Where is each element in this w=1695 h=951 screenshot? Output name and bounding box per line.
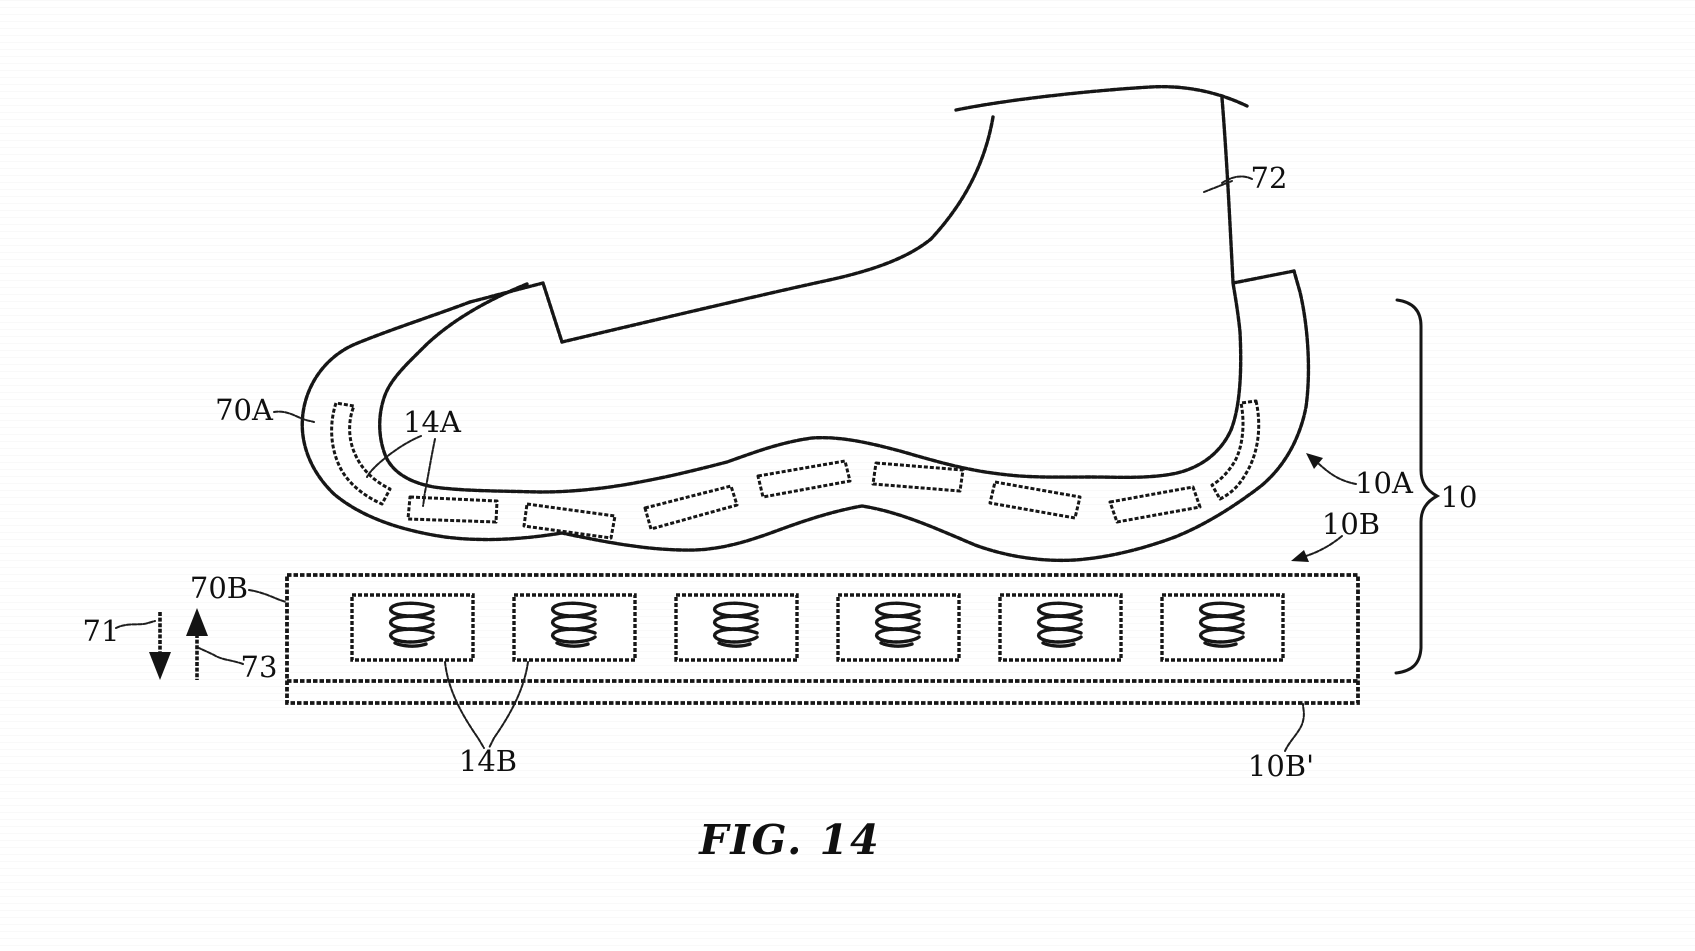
down-arrow-head [149, 652, 171, 680]
label-14A: 14A [403, 405, 462, 439]
label-10: 10 [1441, 480, 1478, 514]
sole-slot-7 [1108, 485, 1202, 524]
reference-labels: 70A 14A 72 10A 10B 10 70B 71 73 14B 10B' [83, 161, 1478, 783]
sole-slot-toe-arc [330, 401, 392, 506]
leader-10B-prime [1284, 703, 1305, 752]
sole-slot-heel-arc [1210, 399, 1261, 501]
arrowhead-10A [1306, 453, 1323, 469]
leader-10B-tail [1305, 535, 1343, 557]
label-73: 73 [241, 650, 278, 684]
sock-outline [560, 84, 1249, 344]
sock-front-leg-line [560, 115, 995, 344]
plate-outer-border [285, 573, 1360, 705]
leader-70A [273, 410, 315, 423]
sole-slot-4 [756, 459, 852, 499]
sole-slot-5 [871, 461, 965, 493]
sole-toe-cap-rim [468, 281, 564, 344]
leader-lines [115, 175, 1357, 752]
label-10B': 10B' [1248, 749, 1314, 783]
leader-70B [248, 589, 287, 603]
leader-72 [1221, 175, 1253, 184]
sole-slot-3 [643, 484, 739, 531]
figure-caption: FIG. 14 [698, 816, 880, 864]
spring-coil-icon [1199, 601, 1245, 648]
sole-heel-cap-edge [1231, 269, 1296, 285]
label-71: 71 [83, 614, 120, 648]
spring-coil-icon [875, 601, 921, 648]
leader-71 [115, 620, 156, 629]
sole-slot-6 [988, 480, 1082, 520]
coil-box-6 [1160, 593, 1285, 662]
spring-coil-icon [389, 601, 435, 648]
leader-14B-right [488, 661, 529, 749]
leader-72-tick [1203, 180, 1233, 193]
plate-coil-boxes [350, 593, 1285, 662]
up-arrow-head [186, 608, 208, 636]
label-70B: 70B [190, 571, 248, 605]
label-10A: 10A [1355, 466, 1414, 500]
spring-coil-icon [551, 601, 597, 648]
force-arrows [149, 608, 208, 680]
coil-box-5 [998, 593, 1123, 662]
sole-band [300, 269, 1311, 563]
coil-box-4 [836, 593, 961, 662]
spring-coil-icon [1037, 601, 1083, 648]
coil-box-2 [512, 593, 637, 662]
sole-outer-edge [300, 269, 1311, 563]
arrowhead-10B [1291, 550, 1309, 562]
sole-slot-2 [522, 502, 617, 540]
leader-10A-tail [1318, 463, 1357, 485]
label-72: 72 [1251, 161, 1288, 195]
leader-73 [198, 647, 244, 665]
label-10B: 10B [1322, 507, 1380, 541]
leader-14A-right [422, 438, 436, 507]
spring-coil-icon [713, 601, 759, 648]
coil-box-1 [350, 593, 475, 662]
assembly-brace [1394, 298, 1441, 675]
sole-slot-1 [406, 495, 499, 524]
label-14B: 14B [459, 744, 517, 778]
sock-back-leg-line [1220, 96, 1235, 284]
leader-14B-left [444, 661, 485, 749]
leader-14A-left [366, 435, 422, 478]
base-plate [285, 573, 1360, 705]
label-70A: 70A [215, 393, 274, 427]
coil-box-3 [674, 593, 799, 662]
sole-inner-edge [378, 281, 1243, 494]
sock-cuff-rim [954, 84, 1249, 112]
